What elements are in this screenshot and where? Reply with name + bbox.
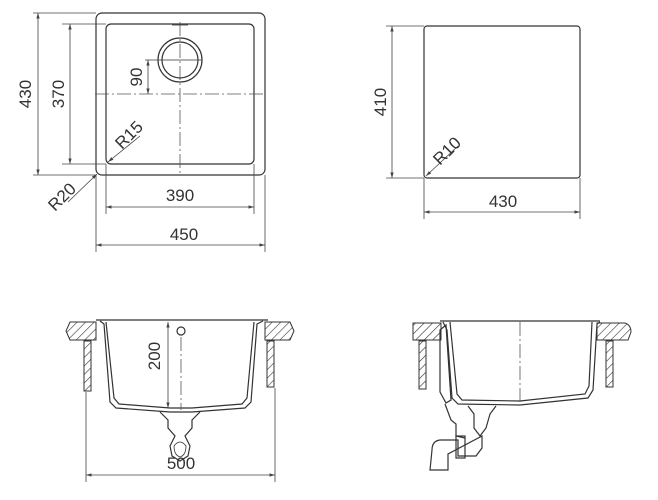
sink-section-side [412, 320, 632, 471]
drain-basket [467, 405, 497, 437]
cutout-outline [423, 25, 581, 179]
sink-section-front: 200 500 [65, 319, 295, 482]
dim-drain-offset: 90 [127, 68, 146, 87]
dim-overall-width: 450 [170, 225, 198, 244]
dim-cutout-width: 430 [489, 192, 517, 211]
drain-trap [159, 411, 201, 462]
dim-overall-depth: 430 [16, 80, 35, 108]
dim-outer-radius: R20 [44, 179, 79, 214]
cutout-top-view: 410 R10 430 [371, 25, 581, 219]
sink-top-view: 430 370 90 R15 R20 390 450 [16, 12, 266, 252]
dim-inner-radius: R15 [111, 117, 146, 152]
cabinet-wall-right [266, 340, 275, 388]
dim-cabinet-width: 500 [167, 454, 195, 473]
dim-bowl-height: 200 [145, 342, 164, 370]
overflow-pipe [439, 323, 452, 404]
countertop-right [264, 321, 295, 341]
countertop-left [412, 322, 442, 341]
cabinet-wall-right [605, 340, 614, 388]
dim-cutout-depth: 410 [371, 88, 390, 116]
dim-bowl-depth: 370 [49, 80, 68, 108]
bowl-outer [442, 321, 601, 406]
cabinet-wall-left [418, 340, 427, 390]
dim-bowl-width: 390 [166, 186, 194, 205]
countertop-left [65, 321, 97, 341]
countertop-right [596, 322, 632, 341]
overflow [176, 326, 186, 336]
dim-cutout-radius: R10 [429, 133, 464, 168]
bowl-outer [99, 320, 264, 413]
drain-pipe [429, 435, 483, 471]
cabinet-wall-left [83, 340, 92, 392]
